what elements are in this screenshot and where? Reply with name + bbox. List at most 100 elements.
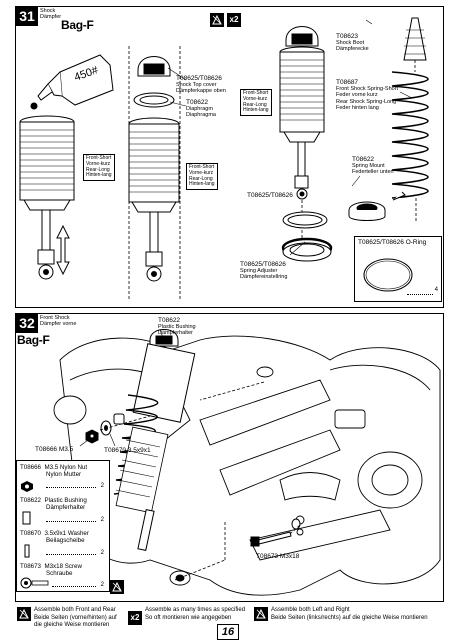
oring-dots [407,294,433,295]
parts-row-code: T08622 [20,497,41,504]
t08622-bushing-label: T08622 Plastic Bushing Dämpferhalter [158,317,196,337]
up-down-arrow-icon [56,224,70,276]
oil-bottle-illustration [30,54,114,110]
page-number: 16 [217,624,239,640]
footer-x2-icon: x2 [128,611,142,625]
screw-part [250,531,292,547]
parts-row-code: T08666 [20,464,41,471]
quantity-x2-icon: x2 [227,13,241,27]
t08623-code: T08623 [336,33,359,40]
t08625-adjuster-label: T08625/T08626 Spring Adjuster Dämpferein… [240,261,288,281]
footer-note-times: Assemble as many times as specified So o… [145,607,246,621]
step-32-bag-label: Bag-F [17,333,50,347]
left-right-footer-icon [254,607,268,621]
leader-lines-31 [167,19,413,256]
t08673-label: T08673 M3x18 [256,553,300,560]
left-right-icon-step32 [110,580,124,594]
nylon-nut-part [85,429,99,444]
t08622-bushing-code: T08622 [158,317,181,324]
lower-bushing-part [291,518,301,530]
t08625-cap-label: T08625/T08626 Shock Top cover Dämpferkap… [176,75,226,95]
shock-boot [403,17,427,61]
t08625-rod-label: T08625/T08626 [247,192,293,199]
plastic-bushing-icon [22,511,31,525]
t08622-bushing-desc: Plastic Bushing Dämpferhalter [158,324,196,337]
parts-row-dots [46,521,96,522]
parts-row-code: T08673 [20,563,41,570]
parts-row-qty: 2 [100,517,104,523]
parts-row-name: M3x18 Screw [44,563,82,570]
diaphragm-ring [133,92,175,108]
t08687-code: T08687 [336,79,359,86]
footer-note-front-rear: Assemble both Front and Rear Beide Seite… [34,607,117,628]
parts-row-name: Plastic Bushing [44,497,87,504]
parts-row-name-de: Dämpferhalter [46,504,86,511]
parts-row-dots [46,554,96,555]
parts-table: T08666 M3.5 Nylon Nut Nylon Mutter 2 T08… [16,460,110,592]
guide-lines-middle [128,46,181,300]
shock-body-left [19,115,75,280]
t08687-desc: Front Shock Spring-Short Feder vorne kur… [336,86,399,111]
plastic-bushing-part [113,413,125,425]
parts-row-dots [52,586,96,587]
coil-spring [391,71,429,199]
oring-qty: 4 [434,287,438,293]
shock-top-cap [137,56,171,77]
parts-row-t08666: T08666 M3.5 Nylon Nut Nylon Mutter 2 [20,464,106,492]
parts-row-dots [46,487,96,488]
spring-tag-left: Front-Short Vorne-kurz Rear-Long Hinten-… [83,154,115,182]
t08622-mount-label: T08622 Spring Mount Federteller unten [352,156,394,176]
spring-mount [348,191,406,221]
t08670-label: T08670 3.5x9x1 [104,447,151,454]
spring-tag-middle: Front-Short Vorne-kurz Rear-Long Hinten-… [186,163,218,191]
spring-tag-right: Front-Short Vorne-kurz Rear-Long Hinten-… [240,89,272,117]
t08625-adjuster-desc: Spring Adjuster Dämpfereinstellring [240,268,288,281]
parts-row-name-de: Beilagscheibe [46,537,85,544]
t08625-adjuster-code: T08625/T08626 [240,261,286,268]
parts-row-code: T08670 [20,530,41,537]
footer-note-left-right: Assemble both Left and Right Beide Seite… [271,607,428,621]
front-rear-icon [17,607,31,621]
parts-row-name: 3.5x9x1 Washer [44,530,89,537]
shock-body-middle [128,117,180,282]
t08625-cap-desc: Shock Top cover Dämpferkappe oben [176,82,226,95]
parts-row-qty: 2 [100,550,104,556]
t08622-diaphragm-label: T08622 Diaphragm Diaphragma [186,99,216,119]
guide-lines-32 [99,381,301,581]
t08687-label: T08687 Front Shock Spring-Short Feder vo… [336,79,399,111]
t08622-mount-desc: Spring Mount Federteller unten [352,163,394,176]
parts-row-t08622: T08622 Plastic Bushing Dämpferhalter 2 [20,497,106,525]
step-32-title: Front Shock Dämpfer vorne [40,315,77,327]
t08623-desc: Shock Boot Dämpferecke [336,40,369,53]
oring-box: T08625/T08626 O-Ring 4 [354,236,442,302]
step-31-number: 31 [16,7,38,26]
screw-icon [20,577,49,589]
t08622-diaphragm-code: T08622 [186,99,209,106]
t08622-mount-code: T08622 [352,156,375,163]
shock-body-right [279,26,325,200]
spring-adjuster-rings [281,211,333,262]
parts-row-t08670: T08670 3.5x9x1 Washer Beilagscheibe 2 [20,530,106,558]
parts-row-t08673: T08673 M3x18 Screw Schraube 2 [20,563,106,589]
t08625-cap-code: T08625/T08626 [176,75,222,82]
front-shock-illustration [113,329,196,551]
parts-row-qty: 2 [100,582,104,588]
parts-row-name: M3.5 Nylon Nut [44,464,88,471]
t08623-label: T08623 Shock Boot Dämpferecke [336,33,369,53]
t08622-diaphragm-desc: Diaphragm Diaphragma [186,106,216,119]
nylon-nut-icon [21,481,33,492]
left-right-icon [210,13,224,27]
t08666-label: T08666 M3.5 [35,446,74,453]
step-31-bag-label: Bag-F [61,18,94,32]
parts-row-name-de: Schraube [46,570,73,577]
parts-row-name-de: Nylon Mutter [46,471,82,478]
oring-title: T08625/T08626 O-Ring [358,239,427,246]
step-32-number: 32 [16,314,38,333]
washer-icon [24,544,30,558]
leader-lines-32 [79,329,165,447]
oring-illustration [363,258,413,292]
parts-row-qty: 2 [100,483,104,489]
step-31-title: Shock Dämpfer [40,8,62,20]
